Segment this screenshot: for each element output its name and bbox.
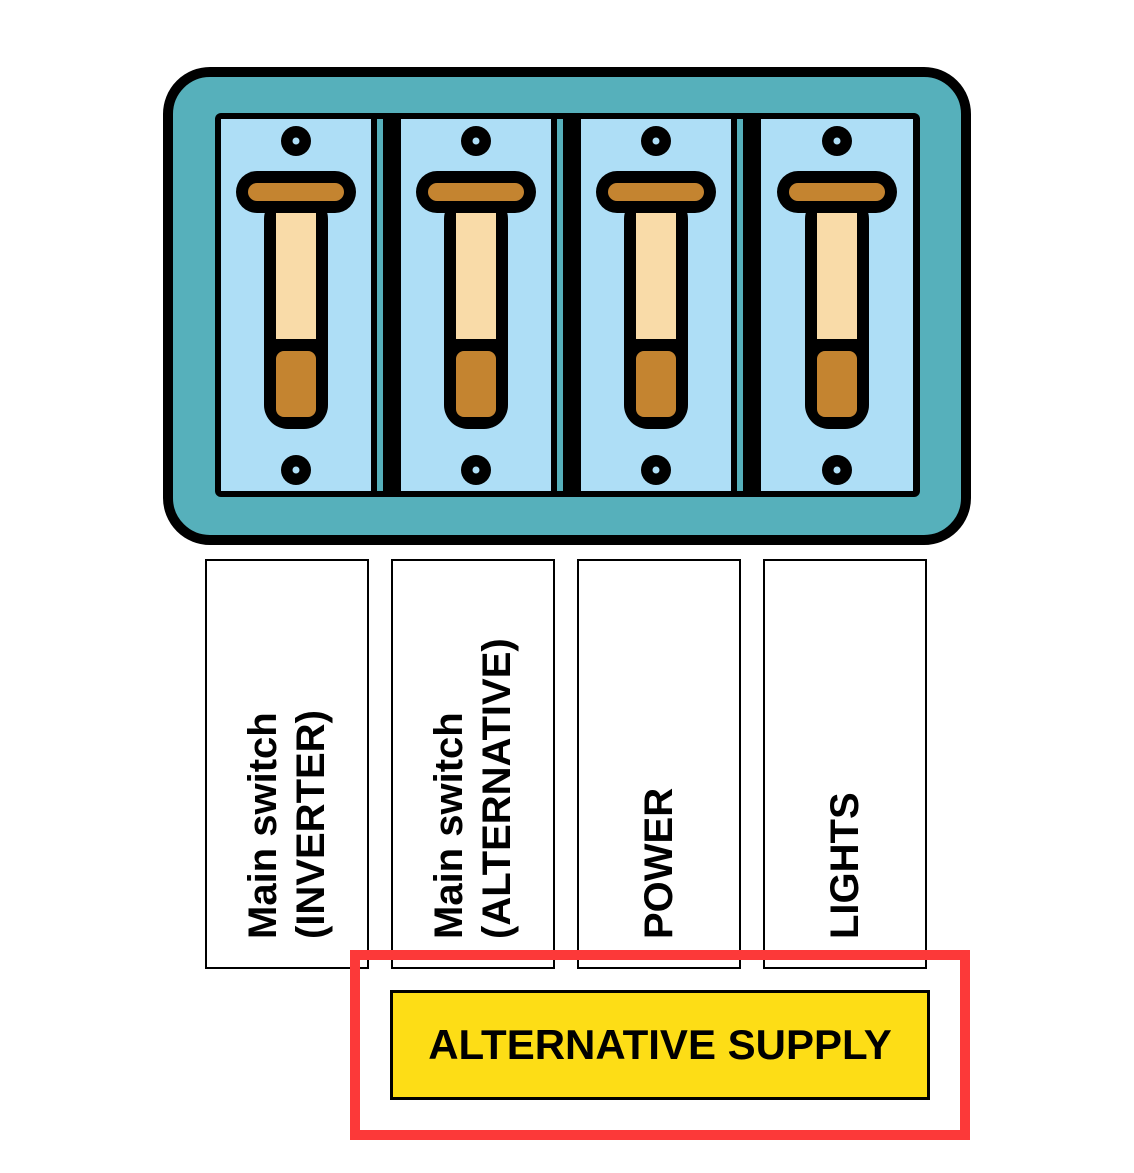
label-line1: POWER [637,787,681,939]
plate-separator [737,119,743,491]
highlight-box [350,950,970,1140]
label-lights: LIGHTS [763,559,927,969]
label-power: POWER [577,559,741,969]
plate-separator [377,119,383,491]
label-line1: Main switch [427,712,471,939]
panel-inner [215,113,920,497]
label-line2: (INVERTER) [289,710,333,939]
lever-handle [276,351,316,417]
label-main-switch-alternative: Main switch (ALTERNATIVE) [391,559,555,969]
main-switch-inverter[interactable] [221,119,383,491]
label-line2: (ALTERNATIVE) [475,638,519,939]
switch-panel [163,67,971,545]
main-switch-alternative[interactable] [401,119,563,491]
label-line1: LIGHTS [823,792,867,939]
plate-separator [557,119,563,491]
lever-handle [636,351,676,417]
power-switch[interactable] [581,119,743,491]
alternative-supply-label: ALTERNATIVE SUPPLY [390,990,930,1100]
label-main-switch-inverter: Main switch (INVERTER) [205,559,369,969]
label-line1: Main switch [241,712,285,939]
lights-switch[interactable] [761,119,913,491]
lever-handle [817,351,857,417]
lever-handle [456,351,496,417]
